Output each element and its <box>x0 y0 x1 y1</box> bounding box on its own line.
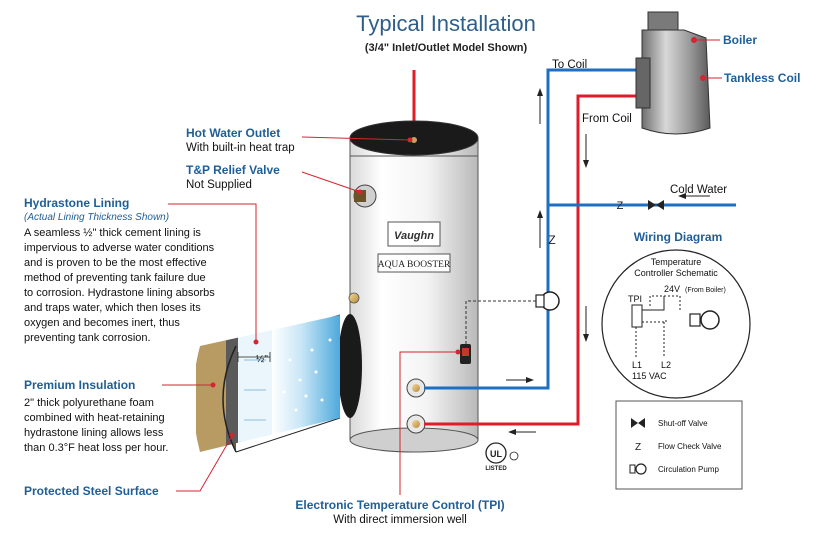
wiring-circle <box>601 249 751 399</box>
hot-water-outlet-label: Hot Water Outlet <box>186 126 280 140</box>
hydrastone-desc-line: impervious to adverse water conditions <box>24 242 215 254</box>
heat-arrows <box>244 359 266 421</box>
l2-label: L2 <box>661 360 671 370</box>
hydrastone-desc-line: oxygen and becomes inert, thus <box>24 317 180 329</box>
tp-relief-note: Not Supplied <box>186 179 252 191</box>
tankless-coil-label: Tankless Coil <box>724 71 800 85</box>
tpi-control-light <box>462 348 469 356</box>
boiler-callout-dot <box>691 37 697 43</box>
ul-text: UL <box>490 449 502 459</box>
wiring-diagram-title: Wiring Diagram <box>634 230 723 244</box>
water-bubbles <box>282 338 332 412</box>
hydrastone-lining-note: (Actual Lining Thickness Shown) <box>24 212 169 223</box>
legend-pump: Circulation Pump <box>658 465 719 474</box>
legend-shutoff-icon <box>631 418 638 428</box>
hot-water-callout-line <box>301 136 411 141</box>
insulation-desc-line: combined with heat-retaining <box>24 412 165 424</box>
hydrastone-desc-line: method of preventing tank failure due <box>24 272 206 284</box>
hydrastone-callout-line <box>168 203 257 340</box>
hot-water-outlet-note: With built-in heat trap <box>186 142 295 154</box>
tpi-switch-symbol <box>631 304 643 328</box>
hydrastone-desc-line: preventing tank corrosion. <box>24 332 151 344</box>
pipework: Z Z <box>424 68 736 435</box>
boiler-label: Boiler <box>723 33 757 47</box>
hydrastone-lining-label: Hydrastone Lining <box>24 196 129 210</box>
steel-callout-line <box>176 435 233 492</box>
hydrastone-desc-line: and traps water, which then loses its <box>24 302 201 314</box>
shutoff-valve-icon <box>648 200 656 210</box>
to-coil-label: To Coil <box>552 59 587 71</box>
outlet-fitting <box>411 137 417 143</box>
pump-symbol-body <box>689 313 701 327</box>
tpi-label: TPI <box>628 294 642 304</box>
from-boiler-label: (From Boiler) <box>685 287 726 294</box>
ul-listed-mark: UL LISTED <box>485 442 519 472</box>
insulation-desc-line: hydrastone lining allows less <box>24 427 164 439</box>
flow-check-valve-icon: Z <box>548 233 555 247</box>
legend-flowcheck-icon: Z <box>635 442 641 453</box>
from-coil-pipe <box>424 94 642 426</box>
cross-section-lens: ½" <box>196 314 362 453</box>
etc-note: With direct immersion well <box>333 514 467 526</box>
tankless-coil-body <box>635 57 651 109</box>
protected-steel-label: Protected Steel Surface <box>24 484 159 498</box>
insulation-layer <box>196 315 226 452</box>
brand-name: Vaughn <box>394 230 434 242</box>
cold-water-label: Cold Water <box>670 184 727 196</box>
cold-flow-check-icon: Z <box>617 200 624 212</box>
upper-coil-fitting <box>412 384 420 392</box>
v24-label: 24V <box>664 284 680 294</box>
ul-listed-text: LISTED <box>485 466 507 472</box>
premium-insulation-label: Premium Insulation <box>24 378 135 392</box>
schematic-title-2: Controller Schematic <box>634 268 718 278</box>
insulation-desc-line: 2" thick polyurethane foam <box>24 397 154 409</box>
water-heater-tank: Vaughn AQUA BOOSTER <box>348 120 479 453</box>
brand-badge <box>387 221 441 247</box>
wiring-schematic: Temperature Controller Schematic TPI 24V… <box>601 249 751 399</box>
coil-callout-dot <box>700 75 706 81</box>
lower-coil-fitting <box>412 420 420 428</box>
model-badge <box>377 253 451 273</box>
model-name: AQUA BOOSTER <box>378 260 451 270</box>
tp-relief-valve-icon <box>354 190 366 202</box>
legend: Shut-off Valve Z Flow Check Valve Circul… <box>615 400 743 490</box>
boiler <box>635 11 722 135</box>
water-layer <box>272 315 340 452</box>
page-subtitle: (3/4" Inlet/Outlet Model Shown) <box>365 42 528 54</box>
pump-symbol-icon <box>700 310 720 330</box>
hydrastone-desc-line: to corrosion. Hydrastone lining absorbs <box>24 287 215 299</box>
insulation-desc-line: than 0.3°F heat loss per hour. <box>24 442 168 454</box>
to-coil-pipe <box>424 68 640 390</box>
tp-relief-label: T&P Relief Valve <box>186 163 280 177</box>
half-inch-label: ½" <box>256 354 268 365</box>
legend-flowcheck: Flow Check Valve <box>658 442 722 451</box>
schematic-title-1: Temperature <box>651 257 702 267</box>
hydrastone-desc-line: and is proven to be the most effective <box>24 257 207 269</box>
hydrastone-description: A seamless ½" thick cement lining is imp… <box>24 227 215 344</box>
side-fitting <box>348 292 360 304</box>
legend-shutoff: Shut-off Valve <box>658 419 708 428</box>
insulation-description: 2" thick polyurethane foam combined with… <box>24 397 168 454</box>
lens-ring <box>338 314 362 418</box>
legend-box <box>615 400 743 490</box>
from-coil-label: From Coil <box>582 113 632 125</box>
control-wire <box>465 300 536 344</box>
tp-callout-line <box>301 171 361 193</box>
etc-callout-line <box>399 351 458 495</box>
lining-layer <box>238 315 272 452</box>
vac-label: 115 VAC <box>632 371 667 381</box>
l1-label: L1 <box>632 360 642 370</box>
legend-pump-icon <box>629 464 636 474</box>
page-title: Typical Installation <box>356 11 536 36</box>
hydrastone-desc-line: A seamless ½" thick cement lining is <box>24 227 201 239</box>
etc-label: Electronic Temperature Control (TPI) <box>295 498 504 512</box>
